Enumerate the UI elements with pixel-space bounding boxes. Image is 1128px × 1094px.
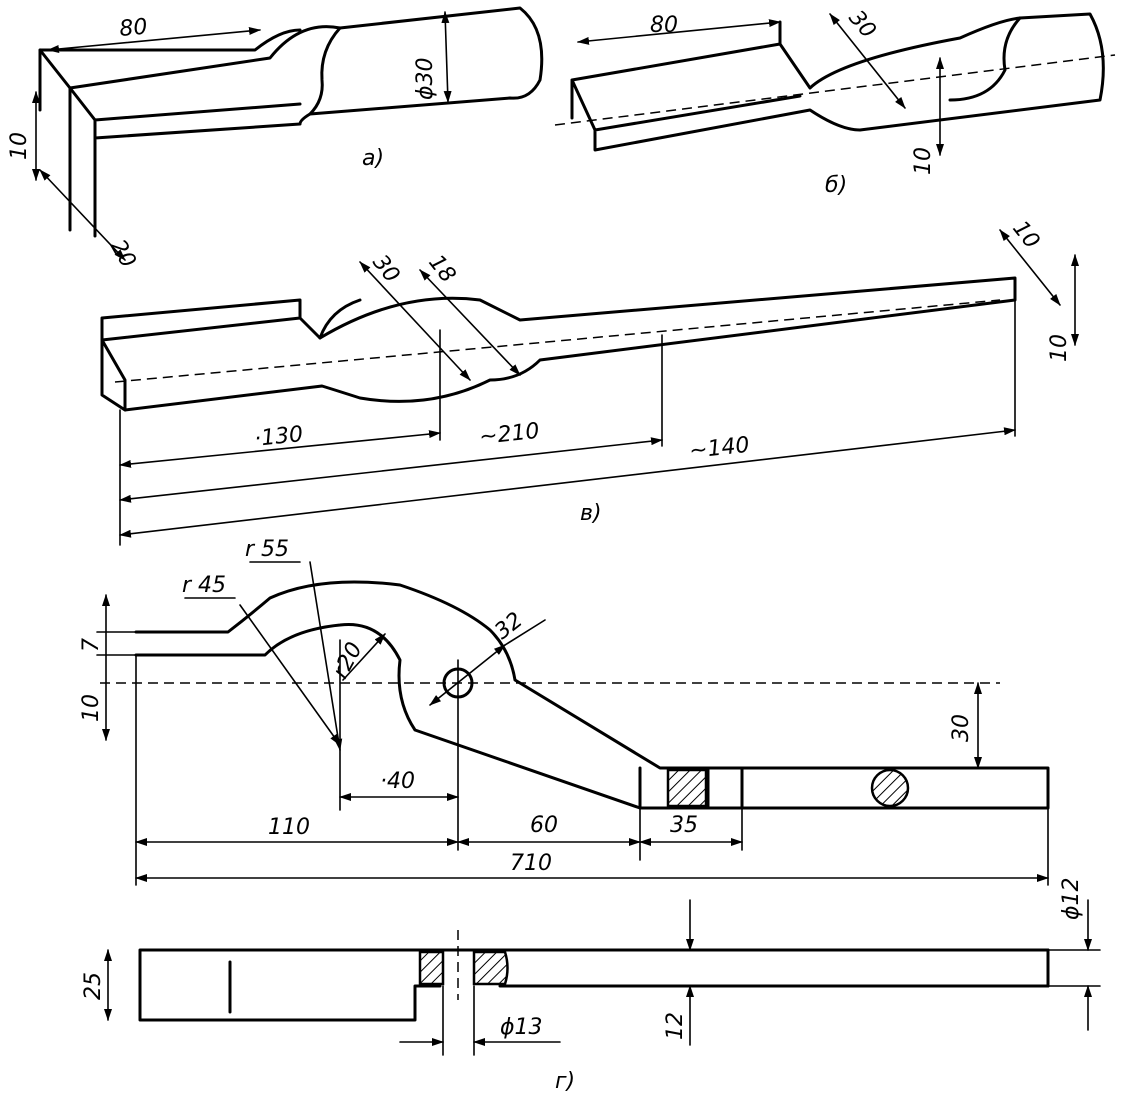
fig-a-outline	[38, 6, 544, 238]
fig-a-dim-diameter: ϕ30	[413, 57, 438, 100]
fig-a-dim-10: 10	[7, 132, 32, 160]
fig-g-outline	[134, 580, 1050, 810]
fig-b-dim-80: 80	[650, 13, 678, 38]
fig-g-notch	[638, 766, 744, 810]
fig-g-dim-r55: r 55	[245, 537, 289, 562]
fig-g-dim-30: 30	[949, 714, 974, 742]
fig-g-side-outline	[138, 948, 1050, 1022]
fig-v-dim-30: 30	[367, 250, 404, 287]
fig-a-dim-20: 20	[105, 236, 141, 273]
fig-g-dim-60: 60	[530, 813, 558, 838]
fig-g-side-hatch-right	[472, 950, 509, 986]
fig-g-dim-32: 32	[490, 608, 527, 645]
fig-g-dim-25: 25	[81, 972, 106, 1000]
figure-g-side: ϕ12 25 ϕ13 12 г)	[81, 877, 1101, 1094]
fig-g-dim-40: ·40	[380, 769, 415, 794]
figure-a: 80 ϕ30 10 20 а)	[7, 6, 544, 273]
fig-g-dim-10: 10	[79, 694, 104, 722]
fig-a-dim-80: 80	[118, 15, 148, 42]
figure-g-plan: r 55 r 45 r20 32 7 10 30 ·40 110 60 35 7…	[79, 537, 1050, 886]
fig-v-outline	[100, 276, 1017, 412]
fig-g-section-round	[870, 768, 910, 808]
fig-b-dim-10: 10	[911, 147, 936, 175]
fig-v-caption: в)	[580, 501, 602, 526]
fig-g-dim-7: 7	[79, 638, 104, 652]
fig-g-dim-d12: ϕ12	[1059, 877, 1084, 920]
fig-g-side-hatch-left	[418, 950, 445, 986]
fig-b-caption: б)	[825, 173, 847, 198]
fig-v-dim-140: ~140	[688, 433, 751, 464]
fig-a-neck	[308, 26, 342, 116]
fig-v-dim-10-top: 10	[1007, 216, 1044, 253]
fig-g-dim-r20: r20	[328, 638, 367, 682]
fig-g-dim-12: 12	[663, 1012, 688, 1040]
fig-v-dim-18: 18	[423, 250, 460, 287]
fig-g-dim-110: 110	[268, 815, 310, 840]
fig-v-dim-130: ·130	[253, 422, 304, 452]
fig-g-dim-35: 35	[670, 813, 698, 838]
fig-g-dim-710: 710	[510, 851, 552, 876]
fig-g-section-rect	[666, 768, 708, 808]
figure-v: 30 18 10 10 ·130 ~210 ~140 в)	[100, 216, 1079, 546]
fig-a-caption: а)	[362, 146, 384, 171]
fig-g-dim-d13: ϕ13	[500, 1015, 543, 1040]
fig-g-caption: г)	[555, 1069, 575, 1094]
fig-v-dim-10-side: 10	[1047, 334, 1072, 362]
fig-v-dim-210: ~210	[478, 419, 541, 450]
fig-b-neck	[948, 16, 1022, 102]
figure-b: 80 30 10 б)	[554, 6, 1116, 198]
fig-v-bulge	[318, 298, 362, 340]
fig-g-dim-r45: r 45	[182, 573, 226, 598]
